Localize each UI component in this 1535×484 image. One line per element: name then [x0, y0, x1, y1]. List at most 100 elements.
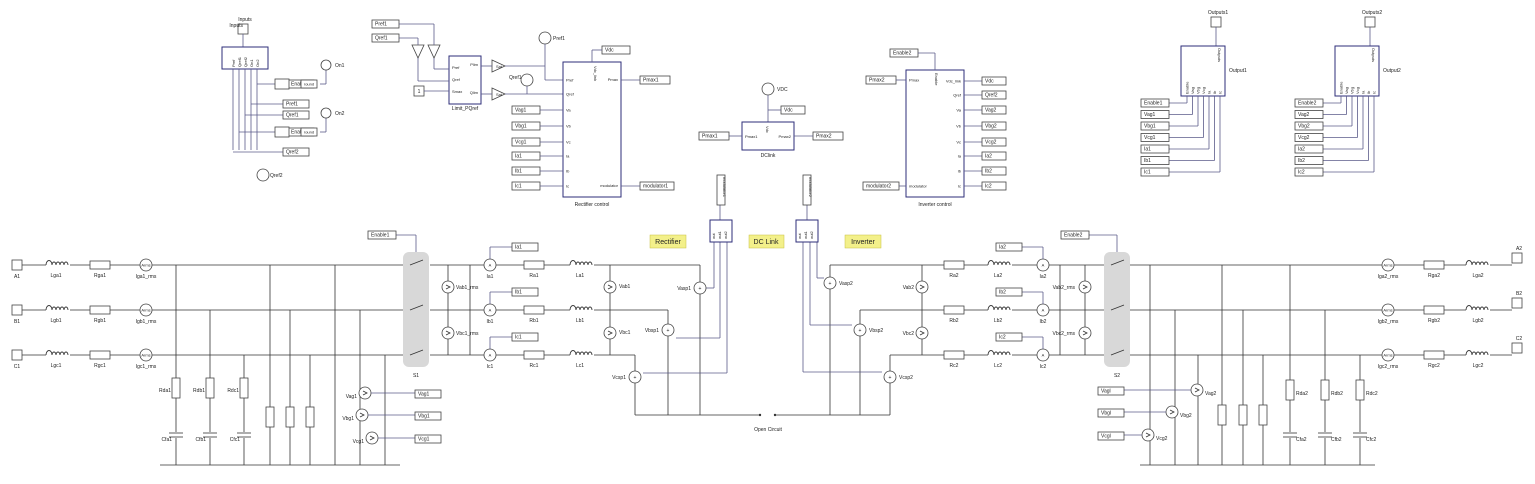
- tag-Ia2[interactable]: Ia2: [995, 242, 1023, 252]
- output1-tag-Vbg1[interactable]: Vbg1: [1140, 121, 1170, 131]
- tag-inv-pmax[interactable]: Pmax2: [865, 75, 897, 85]
- port-A1-box[interactable]: [11, 259, 23, 271]
- tag-inv-Qref2[interactable]: Qref2: [981, 90, 1007, 100]
- tag-Vcgl-box[interactable]: [1097, 431, 1125, 441]
- tag-inv-enable[interactable]: Enable2: [889, 48, 919, 58]
- output2-tag-Ic2[interactable]: Ic2: [1294, 167, 1324, 177]
- output2-tag-Ib2-box[interactable]: [1294, 156, 1324, 165]
- mux-right-tag[interactable]: modulator2: [802, 174, 813, 206]
- output1-tag-Vag1[interactable]: Vag1: [1140, 110, 1170, 119]
- tag-rect-out-modulator1[interactable]: modulator1: [639, 181, 675, 191]
- output2-block[interactable]: [1334, 45, 1380, 97]
- tag-Ib1-box[interactable]: [511, 287, 539, 297]
- port-A2[interactable]: A2: [1511, 246, 1523, 264]
- output2-tag-Enable2-box[interactable]: [1294, 98, 1324, 108]
- tag-inv-Vag2[interactable]: Vag2: [981, 105, 1007, 115]
- tag-Vbgl[interactable]: Vbgl: [1097, 408, 1125, 418]
- port-B2[interactable]: B2: [1511, 291, 1523, 309]
- inverter-control-block[interactable]: [905, 69, 965, 198]
- output1-tag-Ic1-box[interactable]: [1140, 167, 1170, 177]
- tag-rect-Ic1[interactable]: Ic1: [511, 181, 541, 191]
- output1-block[interactable]: [1180, 45, 1226, 97]
- output1-tag-Enable1[interactable]: Enable1: [1140, 98, 1170, 108]
- tag-inv-Ib2[interactable]: Ib2: [981, 166, 1007, 176]
- switch-s1-blade-2[interactable]: [409, 304, 424, 311]
- port-B1[interactable]: B1: [11, 304, 23, 325]
- switch-s2-area[interactable]: [1104, 252, 1130, 367]
- switch-s2-blade-1[interactable]: [1110, 259, 1125, 266]
- tag-Ib2[interactable]: Ib2: [995, 287, 1023, 297]
- port-A1[interactable]: A1: [11, 259, 23, 280]
- output2-tag-Ic2-box[interactable]: [1294, 167, 1324, 177]
- tag-rect-Vag1[interactable]: Vag1: [511, 105, 541, 115]
- output2-port-box[interactable]: [1364, 16, 1376, 28]
- mux-right-tag-box[interactable]: [802, 174, 812, 206]
- tag-Vagl[interactable]: Vagl: [1097, 386, 1125, 396]
- tag-Vag1-box[interactable]: [414, 389, 442, 399]
- tag-Vcg1[interactable]: Vcg1: [414, 434, 442, 444]
- output2-port[interactable]: Outputs2: [1362, 10, 1383, 28]
- tag-enable-s2-box[interactable]: [1060, 230, 1090, 240]
- tag-Ib1[interactable]: Ib1: [511, 287, 539, 297]
- tag-Ic1[interactable]: Ic1: [511, 332, 539, 342]
- output1-tag-Vbg1-box[interactable]: [1140, 121, 1170, 131]
- output1-port[interactable]: Outputs1: [1208, 10, 1229, 28]
- tag-inputs-Pref1[interactable]: Pref1: [282, 99, 310, 109]
- output1-tag-Vcg1[interactable]: Vcg1: [1140, 133, 1170, 142]
- tag-rect-Vbg1[interactable]: Vbg1: [511, 121, 541, 131]
- output1-tag-Ib1[interactable]: Ib1: [1140, 156, 1170, 165]
- tag-Vbg1-box[interactable]: [414, 411, 442, 421]
- tag-Ic2-box[interactable]: [995, 332, 1023, 342]
- tag-inv-Vbg2[interactable]: Vbg2: [981, 121, 1007, 131]
- switch-s1-blade-3[interactable]: [409, 349, 424, 356]
- switch-s1-area[interactable]: [403, 252, 429, 367]
- tag-enable-s1[interactable]: Enable1: [367, 230, 397, 240]
- output2-tag-Ib2[interactable]: Ib2: [1294, 156, 1324, 165]
- output2-tag-Vag2[interactable]: Vag2: [1294, 110, 1324, 119]
- output2-tag-Ia2[interactable]: Ia2: [1294, 144, 1324, 154]
- output1-tag-Vcg1-box[interactable]: [1140, 133, 1170, 142]
- port-B2-box[interactable]: [1511, 297, 1523, 309]
- tag-inv-Ib2-box[interactable]: [981, 166, 1007, 176]
- tag-dclink-in[interactable]: Pmax1: [698, 131, 730, 141]
- tag-inv-Vcg2-box[interactable]: [981, 137, 1007, 147]
- output1-tag-Ia1-box[interactable]: [1140, 144, 1170, 154]
- tag-Vag1[interactable]: Vag1: [414, 389, 442, 399]
- tag-inputs-Qref2-box[interactable]: [282, 147, 310, 157]
- limit-pqref-block[interactable]: [448, 55, 482, 105]
- tag-dclink-out[interactable]: Pmax2: [812, 131, 844, 141]
- port-C2[interactable]: C2: [1511, 336, 1522, 354]
- tag-Ic1-box[interactable]: [511, 332, 539, 342]
- mux-left-tag-box[interactable]: [716, 174, 726, 206]
- tag-inv-modulator[interactable]: modulator2: [862, 181, 900, 191]
- tag-Ib2-box[interactable]: [995, 287, 1023, 297]
- rectifier-control-block[interactable]: [562, 61, 622, 198]
- tag-inputs-Qref1[interactable]: Qref1: [282, 110, 310, 120]
- tag-Ic2[interactable]: Ic2: [995, 332, 1023, 342]
- tag-enable-s1-box[interactable]: [367, 230, 397, 240]
- tag-inv-Ic2-box[interactable]: [981, 181, 1007, 191]
- tag-enable-s2[interactable]: Enable2: [1060, 230, 1090, 240]
- tag-rect-Ib1[interactable]: Ib1: [511, 166, 541, 176]
- tag-inv-Qref2-box[interactable]: [981, 90, 1007, 100]
- tag-inv-Ia2-box[interactable]: [981, 151, 1007, 161]
- tag-rect-Vcg1[interactable]: Vcg1: [511, 137, 541, 147]
- tag-Ia2-box[interactable]: [995, 242, 1023, 252]
- output1-tag-Enable1-box[interactable]: [1140, 98, 1170, 108]
- tag-inputs-Pref1-box[interactable]: [282, 99, 310, 109]
- tag-Vcg1-box[interactable]: [414, 434, 442, 444]
- tag-inv-Vdc-box[interactable]: [981, 76, 1007, 86]
- mux-left-tag[interactable]: modulator1: [716, 174, 727, 206]
- tag-inv-Vag2-box[interactable]: [981, 105, 1007, 115]
- mux-left-body[interactable]: [709, 219, 733, 243]
- tag-limit-qref[interactable]: Qref1: [371, 33, 400, 43]
- tag-dclink-vdc[interactable]: Vdc: [780, 105, 806, 115]
- tag-Vagl-box[interactable]: [1097, 386, 1125, 396]
- output2-tag-Vcg2-box[interactable]: [1294, 133, 1324, 142]
- tag-inputs-Qref2[interactable]: Qref2: [282, 147, 310, 157]
- tag-rect-out-Pmax1[interactable]: Pmax1: [639, 75, 671, 85]
- mux-right-body[interactable]: [795, 219, 819, 243]
- tag-inv-Vdc[interactable]: Vdc: [981, 76, 1007, 86]
- tag-limit-pref[interactable]: Pref1: [371, 19, 400, 29]
